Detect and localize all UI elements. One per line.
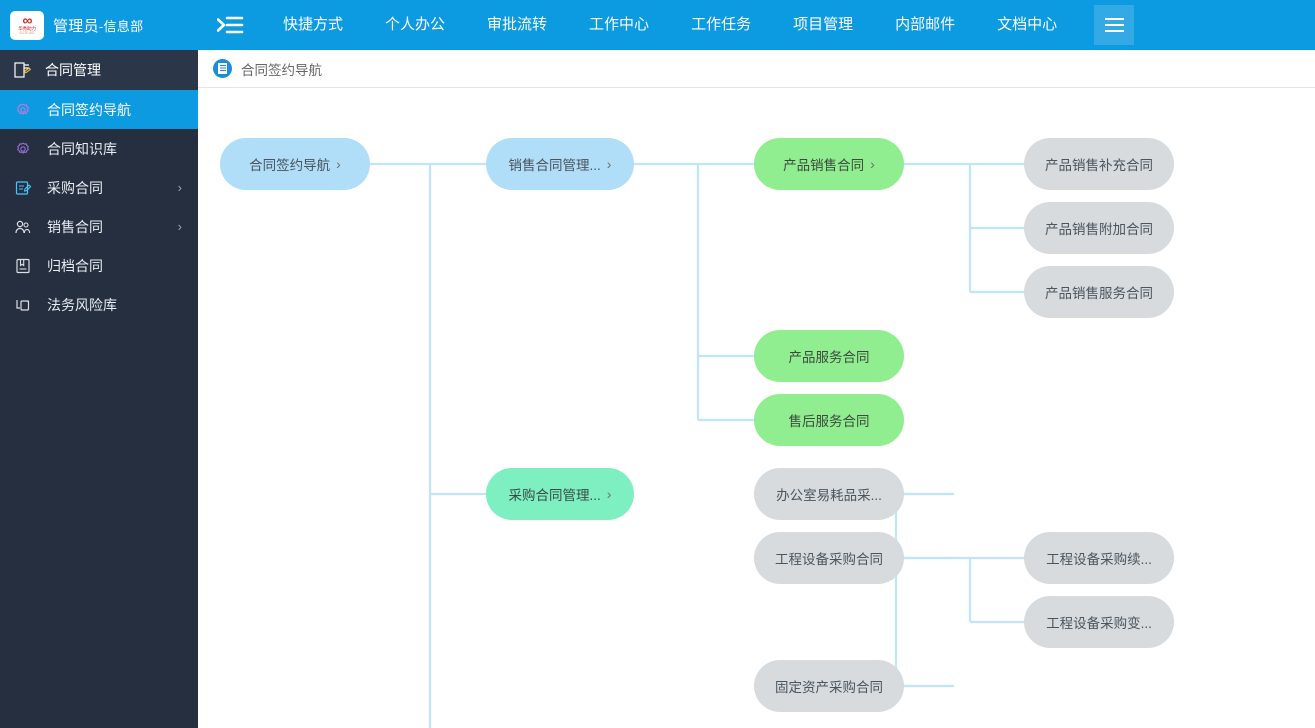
sidebar-item-legal-risk[interactable]: 法务风险库 [0, 285, 198, 324]
chevron-right-icon: › [177, 180, 182, 195]
hamburger-icon[interactable] [1094, 5, 1135, 45]
nav-item-shortcut[interactable]: 快捷方式 [283, 16, 344, 33]
flow-node-purchase-contract-mgmt[interactable]: 采购合同管理... › [486, 468, 634, 520]
sidebar-item-label: 归档合同 [47, 257, 103, 274]
sidebar-item-contract-nav[interactable]: 合同签约导航 [0, 90, 198, 129]
flow-node-equipment-purchase-change[interactable]: 工程设备采购变... [1024, 596, 1174, 648]
contract-icon [13, 61, 32, 79]
flow-node-sales-contract-mgmt[interactable]: 销售合同管理... › [486, 138, 634, 190]
flow-node-aftersales-service-contract[interactable]: 售后服务合同 [754, 394, 904, 446]
sidebar-item-label: 合同签约导航 [47, 101, 131, 118]
flow-node-label: 售后服务合同 [788, 414, 870, 429]
gear-icon [14, 101, 32, 119]
sidebar-item-label: 采购合同 [47, 179, 103, 196]
sidebar: ∞ 华秀助力 ELITE AID 管理员-信息部 合同管理 [0, 0, 198, 728]
edit-doc-icon [14, 179, 32, 197]
logo-subtitle-en: ELITE AID [19, 31, 35, 36]
user-identity: 管理员-信息部 [53, 15, 143, 36]
flow-node-label: 工程设备采购合同 [775, 552, 883, 567]
flow-node-label: 产品销售合同 [783, 158, 865, 173]
flow-canvas: 合同签约导航 › 销售合同管理... › 采购合同管理... › 产品销售合同 … [198, 89, 1315, 728]
page-icon [213, 59, 232, 78]
flow-node-product-service-contract[interactable]: 产品服务合同 [754, 330, 904, 382]
sidebar-item-purchase-contract[interactable]: 采购合同 › [0, 168, 198, 207]
chevron-right-icon: › [606, 156, 612, 172]
user-dept: -信息部 [98, 18, 144, 34]
flow-node-office-consumables-purchase[interactable]: 办公室易耗品采... [754, 468, 904, 520]
flow-node-fixed-asset-purchase-contract[interactable]: 固定资产采购合同 [754, 660, 904, 712]
sidebar-item-sales-contract[interactable]: 销售合同 › [0, 207, 198, 246]
chevron-right-icon: › [606, 486, 612, 502]
flow-node-label: 工程设备采购变... [1046, 616, 1152, 631]
sidebar-item-archived-contract[interactable]: 归档合同 [0, 246, 198, 285]
sidebar-item-knowledge-base[interactable]: 合同知识库 [0, 129, 198, 168]
flow-node-label: 工程设备采购续... [1046, 552, 1152, 567]
sidebar-item-label: 销售合同 [47, 218, 103, 235]
flow-node-label: 采购合同管理... [508, 488, 601, 503]
flow-node-product-sales-contract[interactable]: 产品销售合同 › [754, 138, 904, 190]
flow-node-label: 办公室易耗品采... [776, 488, 882, 503]
flow-node-product-sales-addendum[interactable]: 产品销售附加合同 [1024, 202, 1174, 254]
chevron-right-icon: › [177, 219, 182, 234]
people-icon [14, 218, 32, 236]
sidebar-section-contract: 合同管理 [0, 50, 198, 90]
sidebar-item-label: 合同知识库 [47, 140, 117, 157]
infinity-icon: ∞ [22, 12, 33, 29]
breadcrumb-label: 合同签约导航 [241, 62, 322, 78]
flow-node-label: 合同签约导航 [249, 158, 331, 173]
nav-item-project-mgmt[interactable]: 项目管理 [793, 16, 854, 33]
breadcrumb: 合同签约导航 [198, 50, 1315, 88]
tree-connectors [370, 162, 1026, 728]
nav-item-personal-office[interactable]: 个人办公 [385, 16, 446, 33]
flow-node-equipment-purchase-contract[interactable]: 工程设备采购合同 [754, 532, 904, 584]
gear-icon [14, 140, 32, 158]
flow-node-label: 固定资产采购合同 [775, 680, 883, 695]
nav-item-approval-flow[interactable]: 审批流转 [487, 16, 548, 33]
flow-node-label: 产品销售补充合同 [1045, 158, 1153, 173]
nav-item-work-center[interactable]: 工作中心 [589, 16, 650, 33]
law-icon [14, 296, 32, 314]
sidebar-section-label: 合同管理 [45, 62, 101, 78]
logo-subtitle: 华秀助力 [18, 26, 36, 32]
flow-node-label: 产品销售附加合同 [1045, 222, 1153, 237]
flow-node-label: 产品销售服务合同 [1045, 286, 1153, 301]
top-navigation: 快捷方式 个人办公 审批流转 工作中心 工作任务 项目管理 内部邮件 文档中心 [198, 0, 1315, 50]
nav-item-internal-mail[interactable]: 内部邮件 [895, 16, 956, 33]
flow-node-label: 销售合同管理... [508, 158, 601, 173]
company-logo: ∞ 华秀助力 ELITE AID [10, 10, 44, 40]
brand-header: ∞ 华秀助力 ELITE AID 管理员-信息部 [0, 0, 198, 50]
nav-item-work-task[interactable]: 工作任务 [691, 16, 752, 33]
chevron-right-icon: › [336, 156, 341, 172]
flow-node-product-sales-supplement[interactable]: 产品销售补充合同 [1024, 138, 1174, 190]
flow-node-label: 产品服务合同 [788, 350, 870, 365]
collapse-menu-icon[interactable] [198, 0, 262, 50]
contract-flow-tree: 合同签约导航 › 销售合同管理... › 采购合同管理... › 产品销售合同 … [198, 89, 1315, 728]
sidebar-item-label: 法务风险库 [47, 296, 117, 313]
flow-node-root[interactable]: 合同签约导航 › [220, 138, 370, 190]
archive-icon [14, 257, 32, 275]
flow-node-product-sales-service[interactable]: 产品销售服务合同 [1024, 266, 1174, 318]
chevron-right-icon: › [870, 156, 875, 172]
nav-item-doc-center[interactable]: 文档中心 [997, 16, 1058, 33]
flow-node-equipment-purchase-renewal[interactable]: 工程设备采购续... [1024, 532, 1174, 584]
user-name: 管理员 [53, 17, 99, 35]
